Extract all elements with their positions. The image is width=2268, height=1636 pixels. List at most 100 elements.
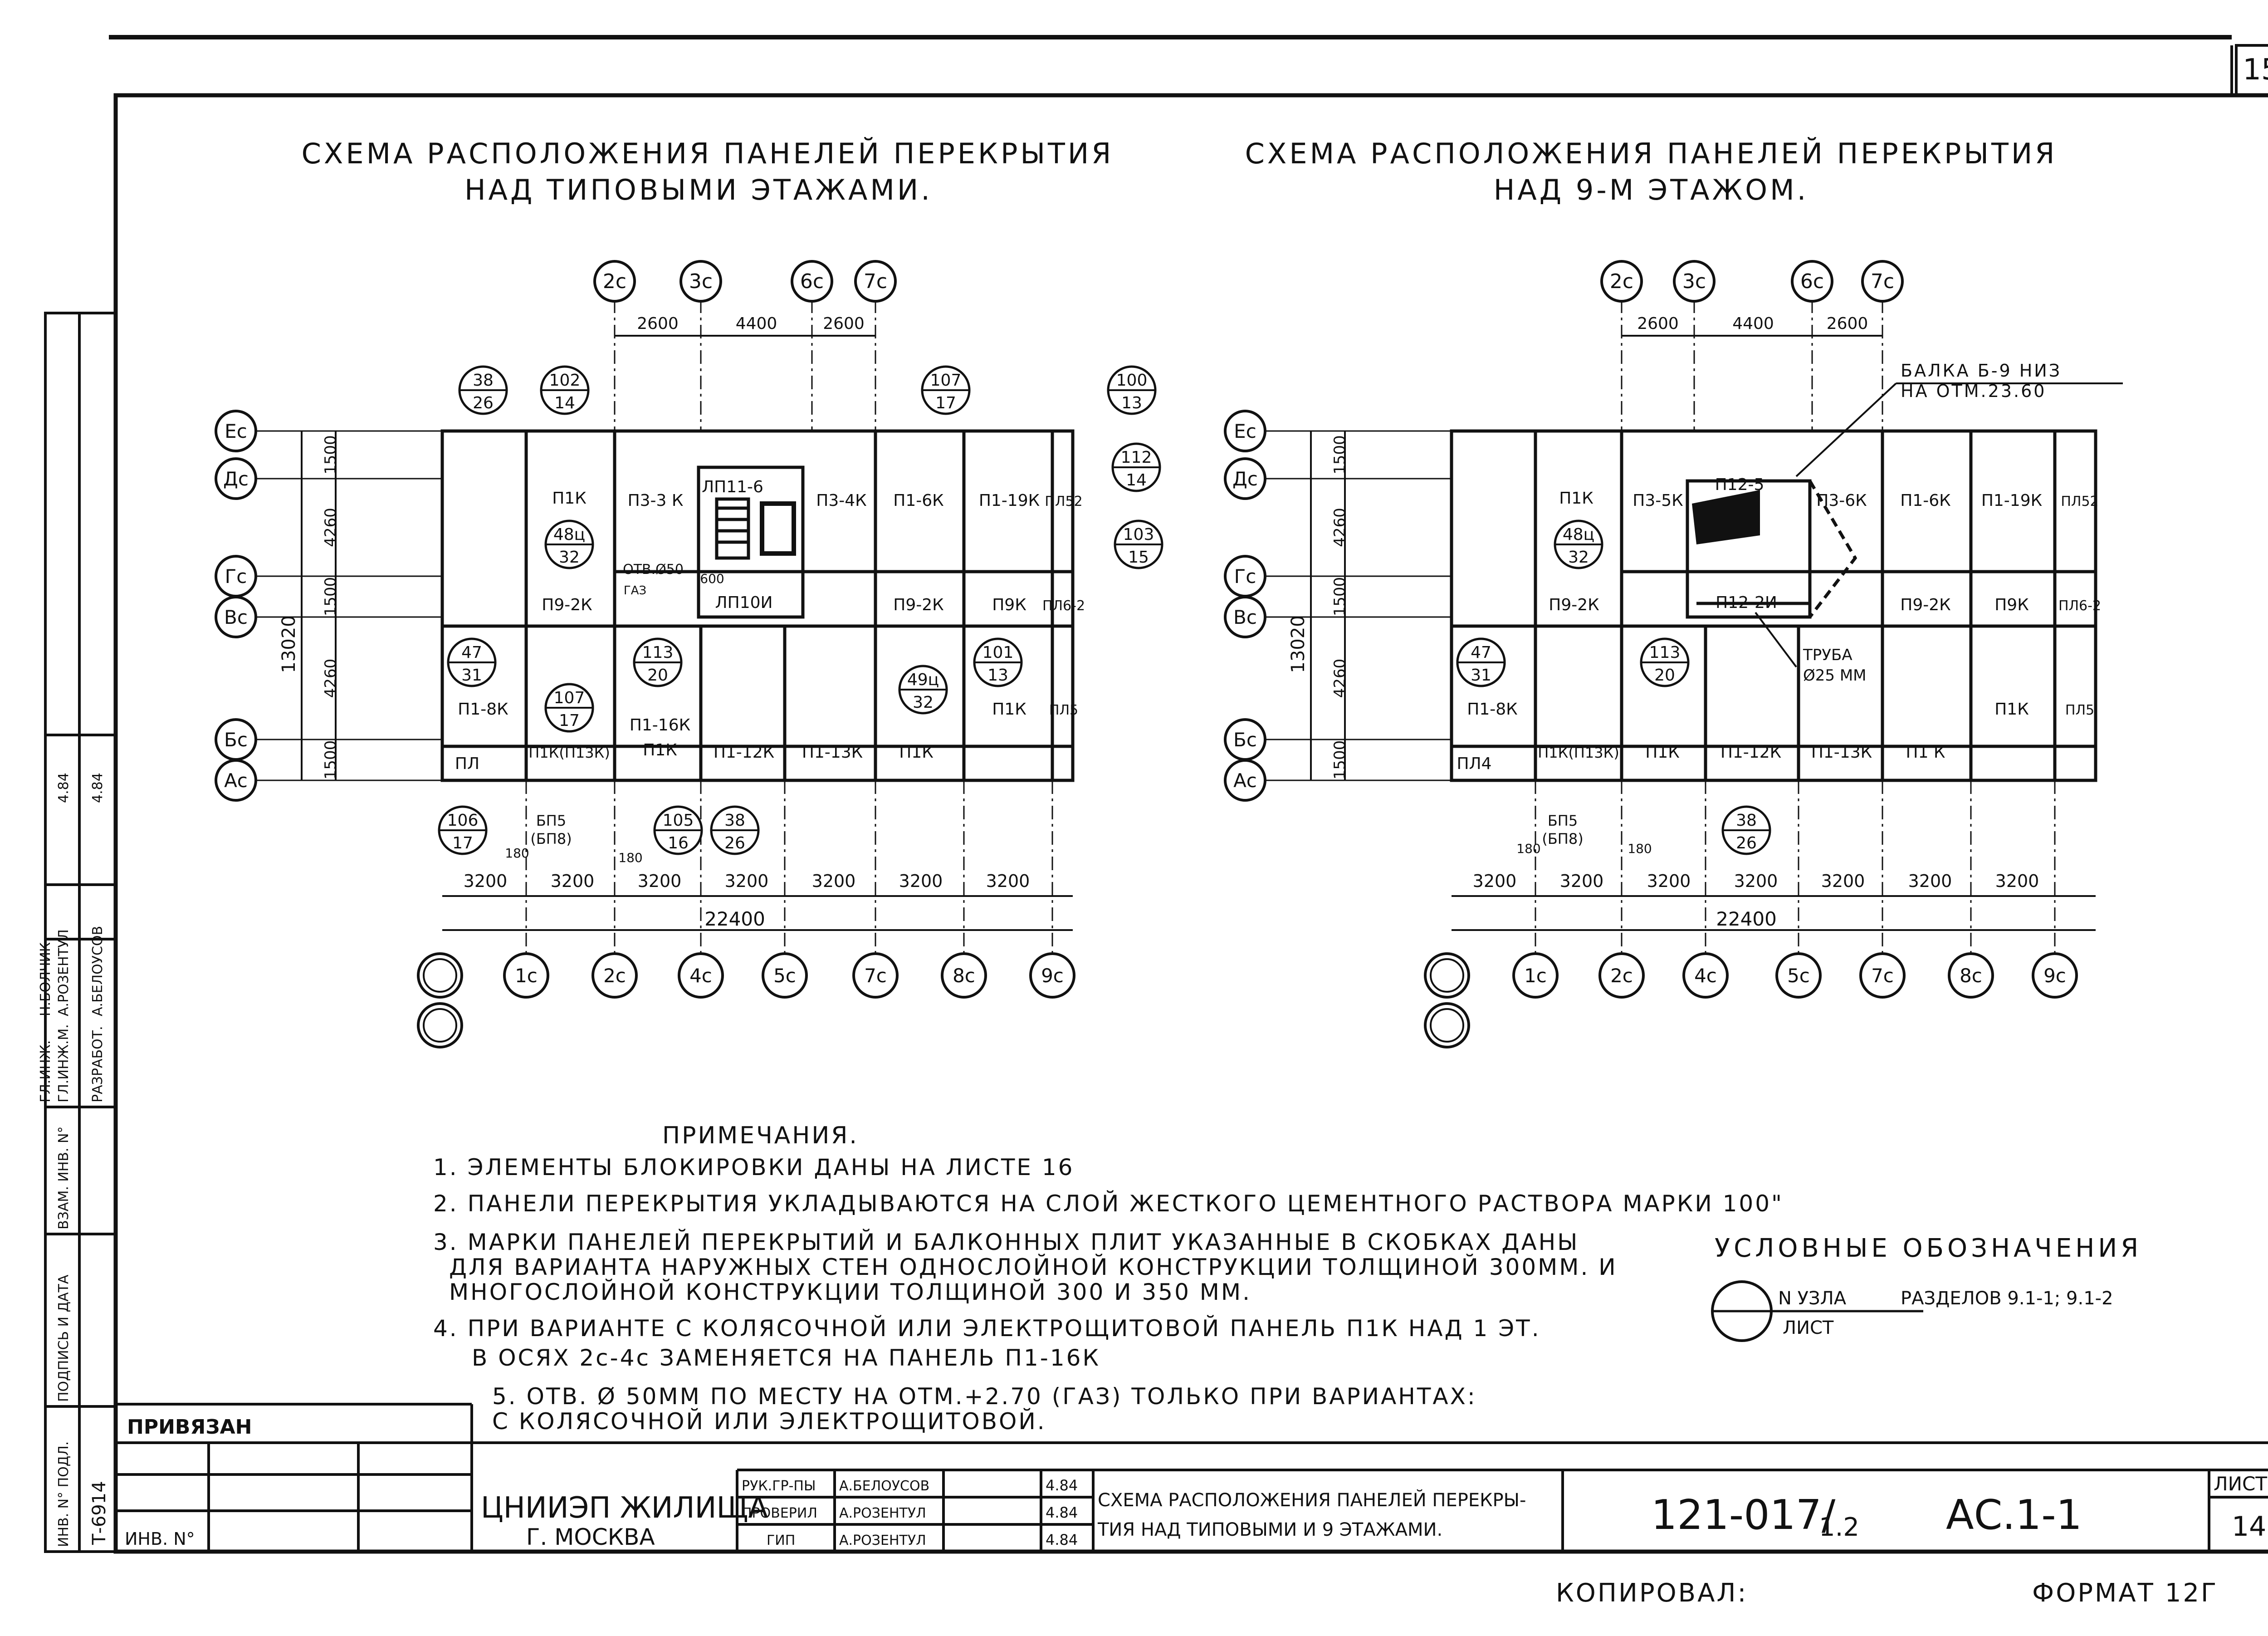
axis-bubble — [854, 260, 897, 303]
panel-label: ПЛ4 — [1457, 754, 1491, 773]
node-callout-sheet: 13 — [1121, 394, 1142, 412]
left-total-side: 13020 — [279, 615, 299, 673]
legend: УСЛОВНЫЕ ОБОЗНАЧЕНИЯ N УЗЛА ЛИСТ РАЗДЕЛО… — [1711, 1234, 2142, 1342]
pipe-note-2: Ø25 ММ — [1803, 666, 1867, 685]
tb-role-2: ПРОВЕРИЛ — [742, 1505, 817, 1521]
node-callout-number: 107 — [554, 689, 585, 707]
side-stamp — [44, 312, 117, 1553]
axis-bubble — [503, 952, 549, 999]
panel-label: П1-12К — [714, 743, 774, 762]
axis-label: 6с — [800, 270, 824, 293]
dimension-label: 3200 — [812, 871, 856, 891]
empty-axis-bubble — [417, 952, 463, 999]
tb-date-2: 4.84 — [1046, 1504, 1078, 1521]
axis-bubble — [678, 952, 724, 999]
dimension-label: 4400 — [1732, 314, 1774, 333]
dimension-label: 3200 — [551, 871, 595, 891]
beam-note-1: БАЛКА Б-9 НИЗ — [1901, 361, 2062, 381]
node-callout-sheet: 14 — [554, 394, 575, 412]
panel-label: П1К(П13К) — [1538, 744, 1619, 761]
axis-label: 9с — [2043, 965, 2066, 987]
dimension-label: 3200 — [1473, 871, 1517, 891]
panel-label: П1К — [899, 743, 934, 762]
panel-label: БП5 — [536, 812, 566, 829]
drawing-code-a: 121-017/ — [1651, 1491, 1836, 1539]
dimension-label: 4260 — [322, 508, 340, 547]
node-callout-sheet: 26 — [724, 834, 745, 852]
empty-axis-bubble — [1430, 958, 1464, 993]
axis-bubble — [1224, 410, 1266, 452]
stamp-inv-value: Т-6914 — [89, 1481, 110, 1545]
notes: ПРИМЕЧАНИЯ. 1. ЭЛЕМЕНТЫ БЛОКИРОВКИ ДАНЫ … — [433, 1122, 1782, 1435]
note-4a: 4. ПРИ ВАРИАНТЕ С КОЛЯСОЧНОЙ ИЛИ ЭЛЕКТРО… — [433, 1315, 1541, 1342]
panel-label: П1К(П13К) — [528, 744, 610, 761]
panel-label: ЛП11-6 — [702, 478, 763, 496]
axis-label: 7с — [1871, 270, 1894, 293]
node-callout-number: 113 — [1649, 643, 1681, 662]
node-callout-number: 47 — [461, 643, 482, 662]
stamp-vzam: ВЗАМ. ИНВ. N° — [56, 1127, 72, 1229]
panel-label: П9-2К — [1549, 596, 1599, 614]
panel-label: (БП8) — [530, 830, 572, 847]
axis-bubble — [762, 952, 808, 999]
dimension-label: 3200 — [464, 871, 508, 891]
axis-bubble — [1682, 952, 1729, 999]
node-callout-sheet: 31 — [1471, 666, 1491, 685]
axis-label: Ес — [225, 420, 247, 442]
org-city: Г. МОСКВА — [526, 1524, 655, 1550]
dimension-label: 1500 — [1331, 435, 1349, 475]
dimension-label: 1500 — [1331, 740, 1349, 780]
axis-label: Вс — [224, 606, 248, 628]
axis-label: 2с — [1610, 965, 1633, 987]
pipe-note-1: ТРУБА — [1803, 646, 1853, 664]
legend-heading: УСЛОВНЫЕ ОБОЗНАЧЕНИЯ — [1715, 1234, 2142, 1263]
panel-label: П1-19К — [1981, 491, 2042, 510]
dimension-label: 2600 — [1637, 314, 1679, 333]
axis-bubble — [593, 260, 636, 303]
axis-label: 4с — [1694, 965, 1717, 987]
node-callout-number: 49ц — [907, 671, 939, 689]
axis-bubble — [1673, 260, 1716, 303]
tb-name-2: А.РОЗЕНТУЛ — [839, 1505, 926, 1521]
right-plan-title-1: СХЕМА РАСПОЛОЖЕНИЯ ПАНЕЛЕЙ ПЕРЕКРЫТИЯ — [1245, 137, 2058, 170]
node-callout-number: 105 — [663, 811, 694, 830]
node-callout-number: 106 — [447, 811, 479, 830]
axis-bubble — [215, 596, 257, 638]
org-name: ЦНИИЭП ЖИЛИЩА — [481, 1491, 768, 1525]
note-3a: 3. МАРКИ ПАНЕЛЕЙ ПЕРЕКРЫТИЙ И БАЛКОННЫХ … — [433, 1229, 1579, 1255]
axis-bubble — [941, 952, 987, 999]
panel-label: П9-2К — [893, 596, 943, 614]
node-callout-sheet: 32 — [1568, 548, 1589, 567]
panel-label: П1-8К — [1467, 700, 1517, 719]
empty-axis-bubble — [417, 1002, 463, 1048]
axis-label: 1с — [1524, 965, 1547, 987]
axis-bubble — [791, 260, 833, 303]
node-callout-sheet: 17 — [935, 394, 956, 412]
panel-label: П1-13К — [1811, 743, 1872, 762]
node-callout-number: 100 — [1116, 371, 1148, 390]
sheet-number: 15 — [2243, 53, 2268, 87]
node-callout-sheet: 31 — [461, 666, 482, 685]
panel-label: 180 — [618, 850, 642, 865]
axis-label: 5с — [1787, 965, 1810, 987]
axis-bubble — [1948, 952, 1994, 999]
axis-label: 8с — [1960, 965, 1982, 987]
panel-label: 180 — [1628, 841, 1652, 856]
title-block — [116, 1403, 2268, 1552]
stamp-name-2: А.БЕЛОУСОВ — [90, 926, 106, 1016]
dimension-label: 3200 — [1560, 871, 1604, 891]
axis-label: 8с — [953, 965, 975, 987]
stamp-inv-podl: ИНВ. N° ПОДЛ. — [56, 1441, 72, 1547]
node-callout-number: 48ц — [1563, 525, 1594, 544]
tb-date-1: 4.84 — [1046, 1477, 1078, 1494]
axis-label: 4с — [689, 965, 712, 987]
panel-label: П1К — [1994, 700, 2029, 719]
axis-bubble — [1861, 260, 1904, 303]
axis-label: 2с — [603, 270, 626, 293]
dimension-label: 3200 — [1908, 871, 1952, 891]
node-callout-number: 47 — [1471, 643, 1491, 662]
node-callout-sheet: 13 — [987, 666, 1008, 685]
axis-bubble — [1600, 260, 1643, 303]
node-callout-number: 101 — [982, 643, 1014, 662]
panel-label: П1-6К — [893, 491, 943, 510]
